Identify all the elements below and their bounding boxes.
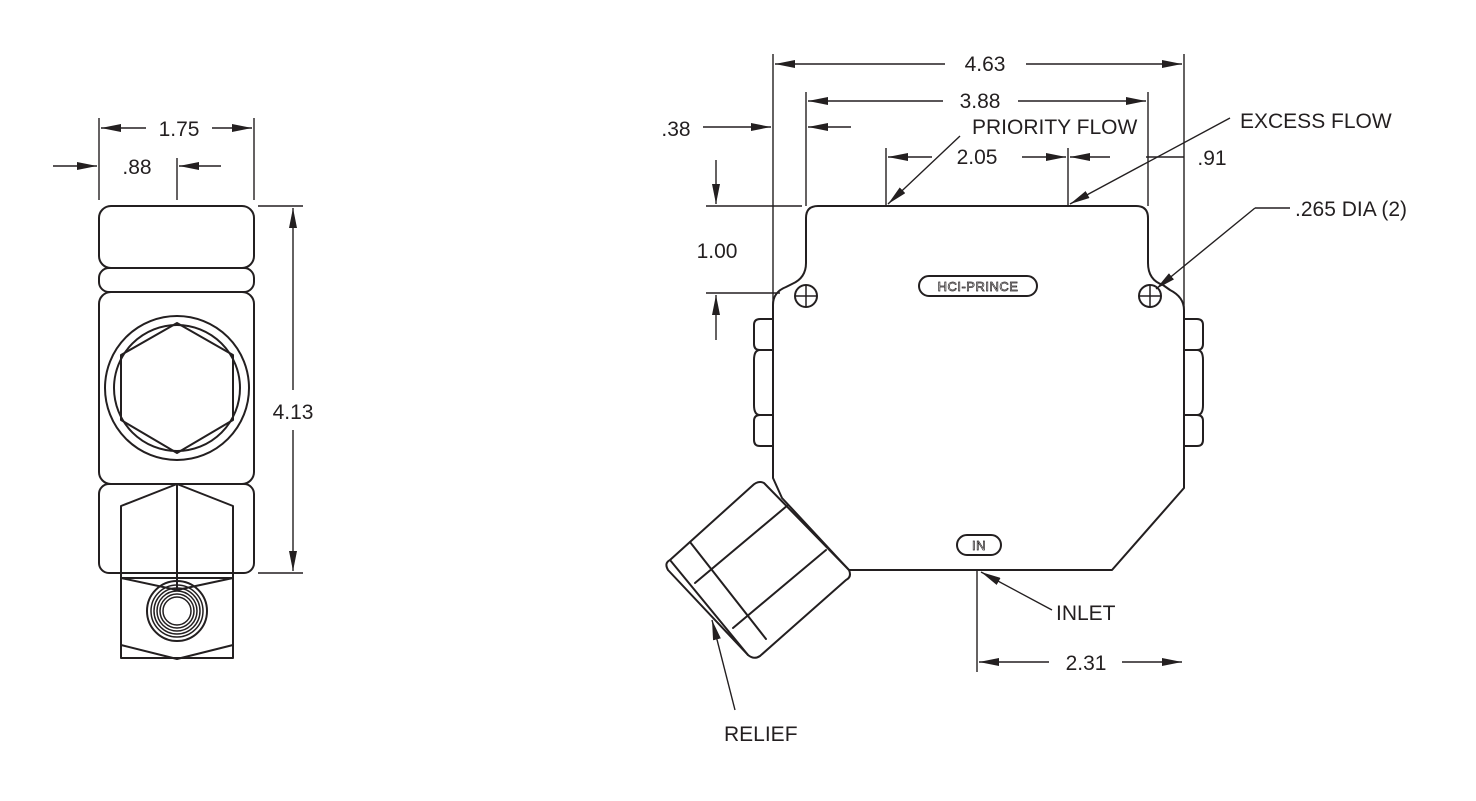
dim-3-88-label: 3.88 (960, 90, 1001, 113)
dim-1-75-label: 1.75 (159, 118, 200, 141)
front-main-body (772, 205, 1185, 571)
inlet-leader (980, 571, 1053, 611)
inlet-marking-frame (956, 534, 1002, 556)
side-thread-outer (146, 580, 208, 642)
side-outlet-chamfer (120, 644, 234, 660)
inlet-marking-text: IN (972, 538, 986, 553)
right-side-nut (1183, 318, 1204, 447)
excess-flow-leader (1069, 117, 1231, 205)
relief-fitting (665, 481, 851, 659)
thread-ring-3 (156, 590, 198, 632)
relief-fitting-flat-2 (732, 549, 827, 629)
side-port-outer-circle (104, 315, 250, 461)
dim-4-13-label: 4.13 (273, 401, 314, 424)
dim-4-63-label: 4.63 (965, 53, 1006, 76)
side-band (98, 267, 255, 293)
side-port-inner-circle (113, 324, 241, 452)
dim-2-05-label: 2.05 (957, 146, 998, 169)
thread-ring-4 (159, 593, 195, 629)
inlet-label: INLET (1056, 602, 1116, 625)
side-port-hex (120, 322, 234, 454)
front-view: HCI-PRINCE IN (661, 53, 1407, 746)
body-marking-frame (918, 275, 1038, 297)
priority-flow-label: PRIORITY FLOW (972, 116, 1137, 139)
dim-1-00-label: 1.00 (697, 240, 738, 263)
dim-2-31-label: 2.31 (1066, 652, 1107, 675)
left-side-nut (753, 318, 774, 447)
relief-label: RELIEF (724, 723, 798, 746)
relief-leader (711, 619, 736, 711)
hole-callout-leader (1155, 207, 1256, 290)
body-marking-text: HCI-PRINCE (938, 279, 1019, 294)
relief-fitting-edge-2 (689, 541, 767, 640)
mount-holes-label: .265 DIA (2) (1295, 198, 1407, 221)
side-view: 1.75 .88 4.13 (53, 118, 318, 660)
side-top-cap (98, 205, 255, 269)
relief-fitting-edge-1 (669, 559, 749, 656)
dim-88-label: .88 (122, 156, 151, 179)
dim-4-13-label-bg (270, 396, 318, 426)
priority-flow-leader (887, 135, 961, 205)
excess-flow-label: EXCESS FLOW (1240, 110, 1392, 133)
thread-ring-2 (153, 587, 201, 635)
relief-fitting-flat-1 (694, 504, 789, 584)
dim-38-label: .38 (661, 118, 690, 141)
thread-ring-1 (150, 584, 204, 638)
thread-ring-5 (162, 596, 192, 626)
side-main-body (98, 291, 255, 485)
dim-91-label: .91 (1197, 147, 1226, 170)
